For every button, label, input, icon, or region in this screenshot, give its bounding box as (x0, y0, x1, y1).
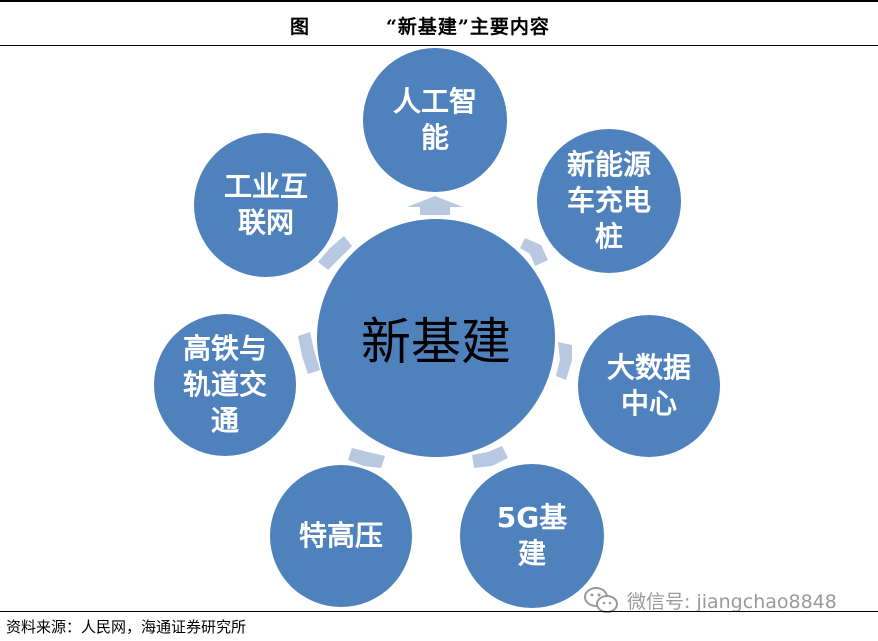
center-label: 新基建 (361, 313, 511, 371)
node-circle-datacenter (578, 315, 720, 457)
node-charging: 新能源 车充电 桩 (566, 148, 651, 253)
arrow-to-ai (407, 196, 463, 215)
node-rail: 高铁与 轨道交 通 (182, 332, 267, 437)
arrow-to-internet (318, 236, 352, 270)
node-datacenter: 大数据 中心 (606, 351, 691, 420)
node-circle-uhv (270, 465, 412, 607)
figure-title: “新基建”主要内容 (386, 16, 550, 38)
node-5g: 5G基 建 (496, 501, 568, 570)
title-bar: 图 “新基建”主要内容 (0, 0, 878, 48)
title-top-rule (0, 0, 878, 2)
node-uhv: 特高压 (298, 519, 383, 552)
arrow-to-uhv (348, 448, 385, 468)
node-circle-ai (363, 48, 507, 192)
wechat-icon (584, 587, 618, 613)
watermark-text: 微信号: jiangchao8848 (627, 590, 837, 613)
node-internet: 工业互 联网 (223, 170, 308, 239)
title-bottom-rule (0, 45, 878, 46)
node-ai: 人工智 能 (392, 85, 477, 154)
arrow-to-charging (520, 238, 548, 266)
node-circle-internet (194, 133, 338, 277)
footer-rule (0, 611, 878, 612)
center-circle (317, 219, 555, 457)
node-circle-charging (537, 129, 681, 273)
arrow-to-datacenter (556, 342, 572, 380)
source-note: 资料来源：人民网，海通证券研究所 (6, 618, 247, 636)
arrow-to-5g (472, 446, 508, 468)
node-circle-5g (460, 464, 604, 608)
figure-label: 图 (290, 16, 311, 38)
watermark: 微信号: jiangchao8848 (583, 585, 837, 615)
node-circle-rail (154, 314, 296, 456)
arrow-to-rail (298, 332, 320, 374)
